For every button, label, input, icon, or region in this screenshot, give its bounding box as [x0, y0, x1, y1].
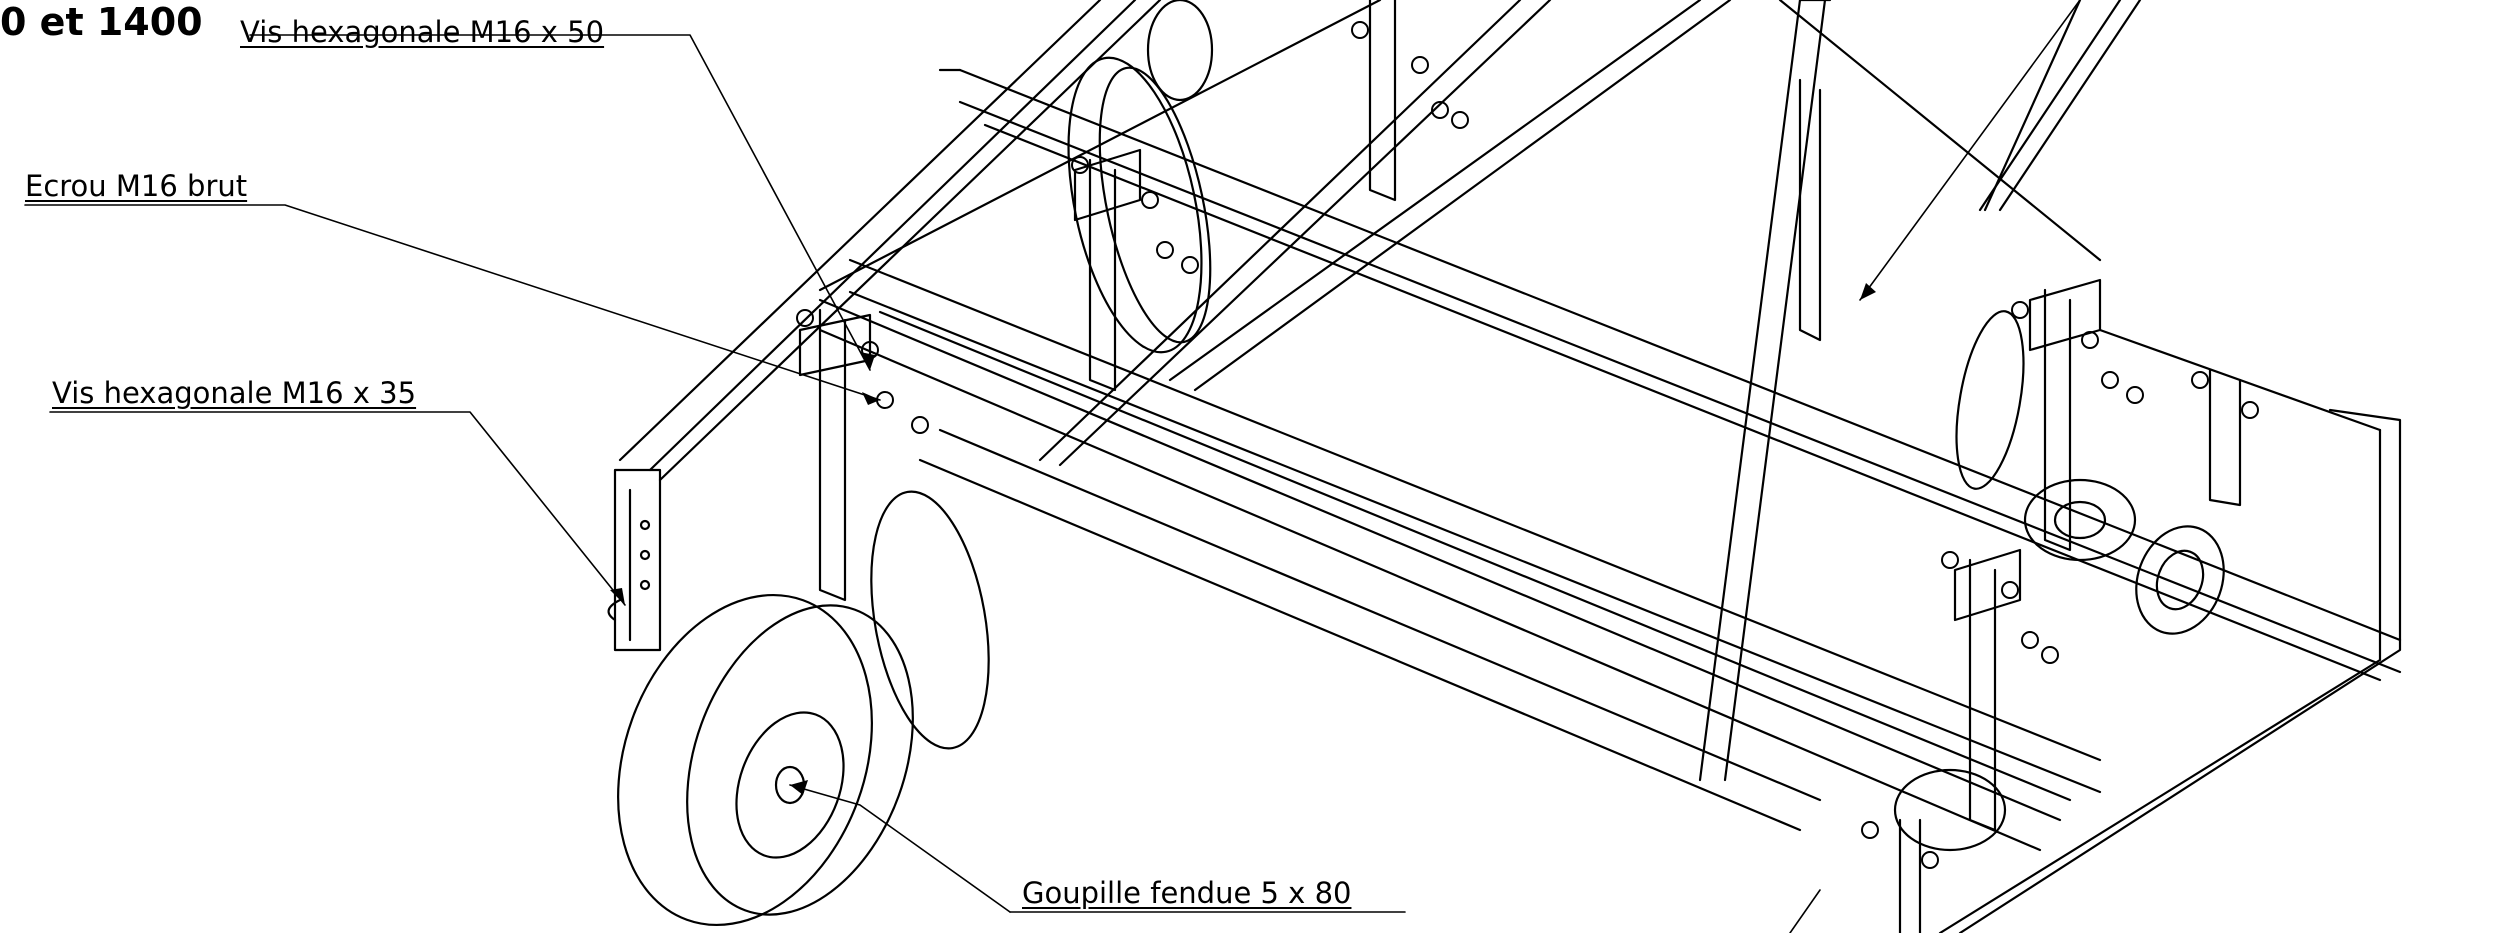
front-cross-tube [818, 298, 2062, 852]
middle-beam [848, 258, 2102, 802]
top-pole [1778, 0, 2142, 262]
discs [870, 0, 2225, 852]
callout-goupille: Goupille fendue 5 x 80 [1022, 876, 1352, 910]
tool-shanks [798, 0, 2242, 933]
arrowheads [610, 283, 1876, 795]
hitch-post [607, 468, 662, 652]
diagonal-strut [1038, 0, 1732, 467]
leader-lines [24, 0, 2081, 933]
left-frame-rail [618, 0, 1382, 482]
right-frame [1938, 328, 2402, 933]
front-beam [938, 68, 2402, 682]
bolts [796, 21, 2259, 869]
callout-ecrou-m16: Ecrou M16 brut [25, 169, 248, 203]
callout-vis-m16x50: Vis hexagonale M16 x 50 [240, 15, 605, 49]
callout-vis-m16x35: Vis hexagonale M16 x 35 [52, 376, 417, 410]
drawing-title: 0 et 1400 [0, 0, 203, 44]
lifting-bars [1698, 0, 2082, 782]
